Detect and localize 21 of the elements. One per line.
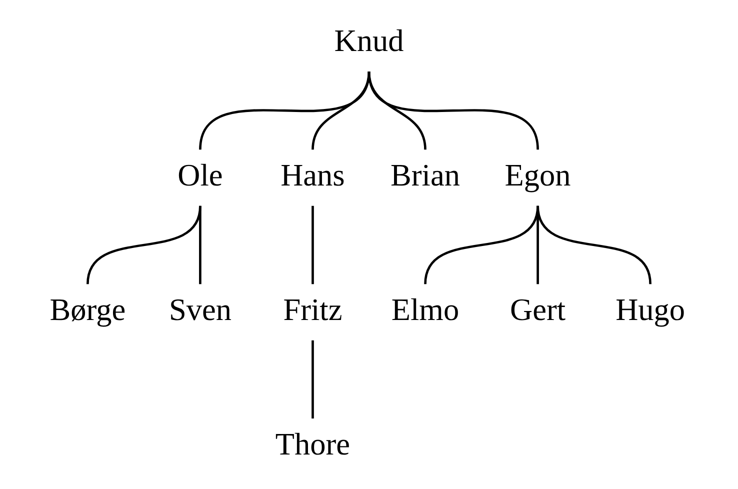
connector <box>312 70 370 150</box>
node-text: Fritz <box>283 292 342 327</box>
connector <box>86 205 202 284</box>
node-text: Thore <box>275 426 350 461</box>
node-text: Knud <box>334 22 404 58</box>
connector <box>368 70 426 150</box>
connector <box>199 70 370 150</box>
node-text: Sven <box>168 292 232 327</box>
node-text: Elmo <box>391 292 460 327</box>
node-text: Brian <box>390 157 460 192</box>
connector <box>199 205 202 284</box>
node-text: Egon <box>504 157 571 192</box>
connector <box>536 205 652 284</box>
node-text: Ole <box>178 157 223 192</box>
node-text: Hugo <box>616 292 686 327</box>
connector <box>312 340 314 418</box>
connector <box>368 70 539 150</box>
node-text: Hans <box>280 157 345 192</box>
connector <box>312 205 314 284</box>
node-text: Børge <box>50 292 126 327</box>
node-text: Gert <box>510 292 566 327</box>
